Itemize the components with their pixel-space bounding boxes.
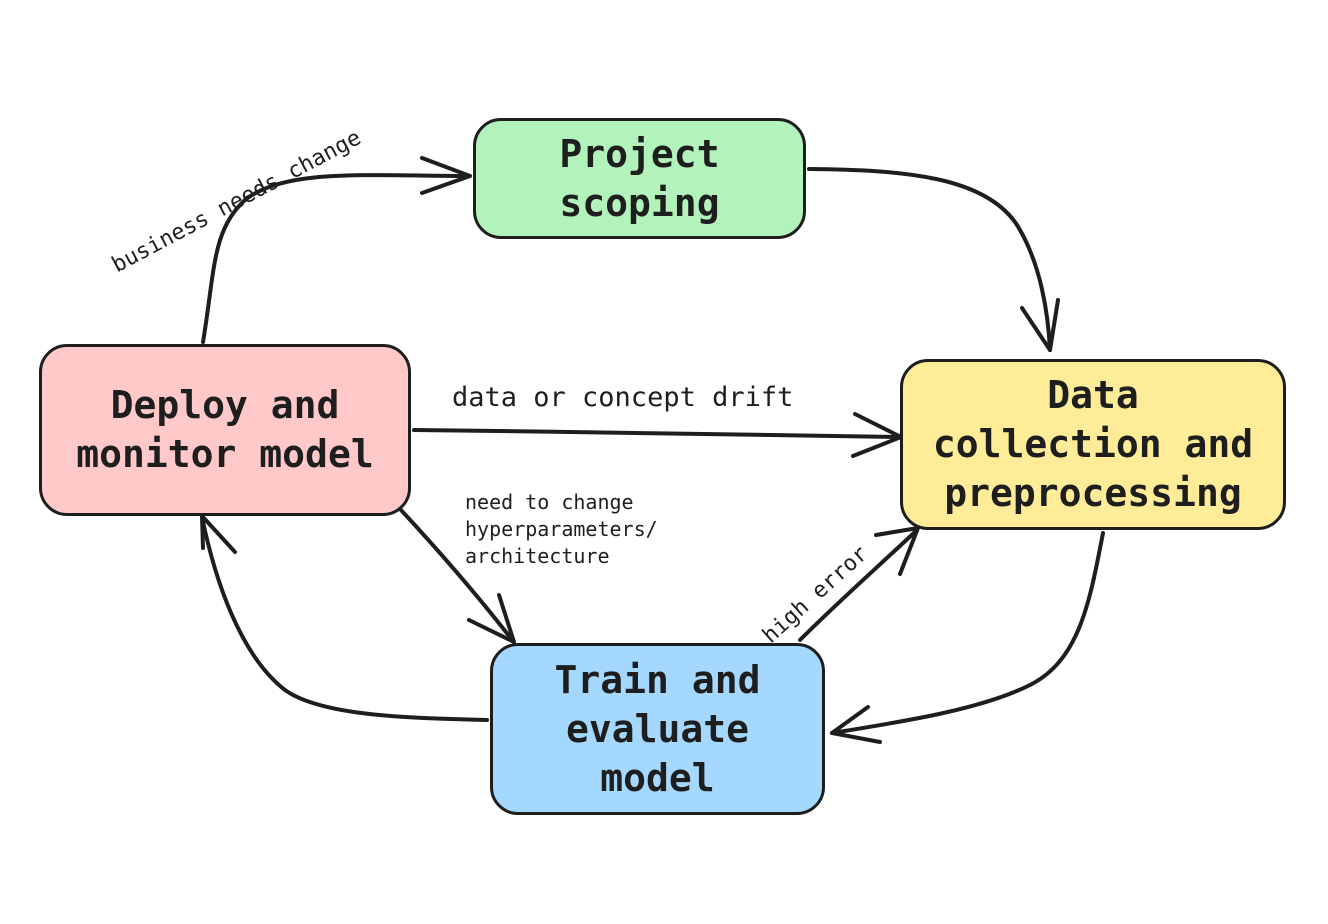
- edge-label-concept-drift: data or concept drift: [452, 382, 794, 413]
- arrow-scoping-to-data: [807, 167, 1060, 352]
- node-data-collection-line-2: collection and: [932, 422, 1254, 466]
- arrow-data-to-train: [830, 531, 1105, 744]
- arrow-deploy-to-train: [399, 508, 516, 644]
- node-data-collection-line-1: Data: [1047, 373, 1139, 417]
- node-data-collection-line-3: preprocessing: [944, 471, 1242, 515]
- node-train-evaluate-line-3: model: [600, 755, 715, 800]
- node-project-scoping-line-1: Project: [559, 131, 720, 176]
- node-project-scoping: Project scoping: [473, 118, 806, 239]
- edge-label-hyperparameters-line-2: hyperparameters/: [465, 517, 658, 541]
- node-data-collection: Data collection and preprocessing: [900, 359, 1286, 530]
- edge-label-hyperparameters-line-3: architecture: [465, 544, 610, 568]
- edge-label-hyperparameters-line-1: need to change: [465, 490, 634, 514]
- edge-label-hyperparameters: need to change hyperparameters/ architec…: [465, 489, 658, 570]
- node-train-evaluate-line-2: evaluate: [565, 706, 750, 751]
- arrow-train-to-deploy: [200, 514, 489, 722]
- node-deploy-monitor-line-2: monitor model: [76, 432, 374, 476]
- node-train-evaluate: Train and evaluate model: [490, 643, 825, 815]
- arrow-deploy-to-data: [412, 412, 903, 458]
- node-project-scoping-line-2: scoping: [559, 180, 720, 225]
- node-deploy-monitor-line-1: Deploy and: [110, 383, 340, 427]
- node-deploy-monitor: Deploy and monitor model: [39, 344, 411, 516]
- arrow-deploy-to-scoping: [201, 156, 472, 344]
- node-train-evaluate-line-1: Train and: [554, 657, 761, 702]
